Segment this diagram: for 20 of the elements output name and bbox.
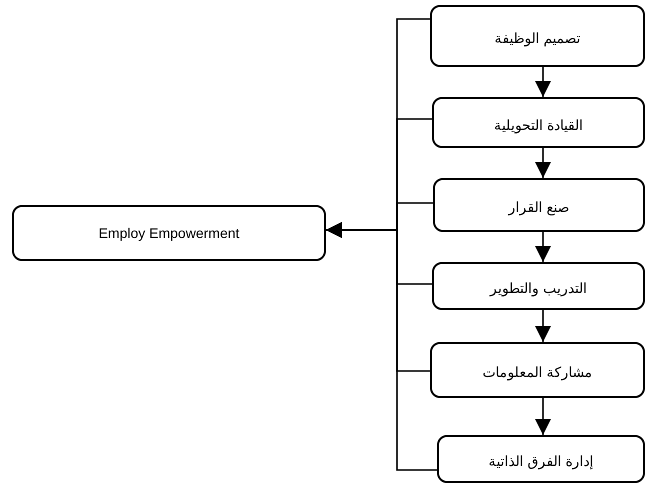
- arrow: [535, 148, 551, 178]
- arrow: [326, 222, 437, 471]
- box-label: القيادة التحويلية: [494, 116, 583, 132]
- process-box: [12, 205, 326, 261]
- box-label: Employ Empowerment: [98, 225, 240, 241]
- box-label: إدارة الفرق الذاتية: [488, 453, 594, 469]
- box-label: مشاركة المعلومات: [482, 364, 592, 380]
- box-label: التدريب والتطوير: [490, 280, 587, 296]
- arrow: [535, 232, 551, 262]
- box-label: تصميم الوظيفة: [494, 30, 580, 46]
- arrow: [535, 398, 551, 435]
- box-label: صنع القرار: [508, 199, 570, 215]
- process-box: [433, 178, 645, 232]
- process-box: [430, 5, 645, 67]
- process-box: [437, 435, 645, 483]
- process-box: [432, 262, 645, 310]
- process-box: [432, 97, 645, 148]
- arrow: [535, 310, 551, 342]
- arrow: [535, 67, 551, 97]
- process-box: [430, 342, 645, 398]
